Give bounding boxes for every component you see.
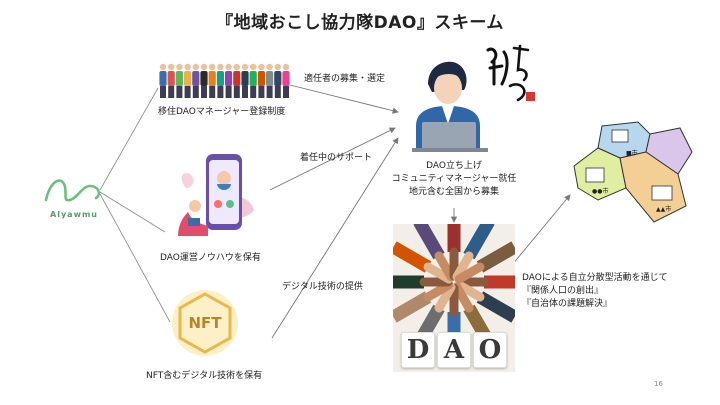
arrow-label-support: 着任中のサポート: [300, 153, 373, 163]
hand-icon: [423, 262, 454, 284]
hand-icon: [454, 280, 485, 302]
crowd-person-icon: [266, 63, 274, 98]
hand-icon: [452, 251, 474, 282]
result-line-2: 『関係人口の創出』: [522, 286, 604, 296]
label-knowhow: DAO運営ノウハウを保有: [160, 253, 261, 263]
dao-tile-a: A: [437, 332, 471, 368]
dao-photo: D A O: [393, 224, 515, 372]
seal-stamp-icon: [526, 92, 535, 101]
arrow-label-recruit: 適任者の募集・選定: [304, 74, 386, 84]
crowd-person-icon: [241, 63, 249, 98]
label-registry: 移住DAOマネージャー登録制度: [158, 107, 286, 117]
arrow-recruit: [289, 84, 399, 114]
arm-sleeve-icon: [463, 224, 495, 260]
result-line-3: 『自治体の課題解決』: [522, 299, 613, 309]
result-description: DAOによる自立分散型活動を通じて 『関係人口の創出』 『自治体の課題解決』: [522, 272, 668, 311]
hand-icon: [434, 282, 456, 313]
alyawmu-logo: Alyawmu: [38, 172, 110, 219]
crowd-person-icon: [200, 63, 208, 98]
crowd-person-icon: [159, 63, 167, 98]
map-tag-2: ●●市: [592, 188, 609, 195]
crowd-person-icon: [208, 63, 216, 98]
arm-sleeve-icon: [416, 304, 445, 334]
center-line-2: コミュニティマネージャー就任: [391, 174, 517, 184]
center-description: DAO立ち上げ コミュニティマネージャー就任 地元含む全国から募集: [378, 160, 530, 199]
arm-sleeve-icon: [393, 291, 432, 323]
hand-icon: [452, 282, 474, 313]
logo-swirl-icon: [44, 179, 101, 202]
arm-sleeve-icon: [476, 241, 515, 273]
arrow-to-map: [511, 194, 571, 266]
dao-tile-d: D: [401, 332, 435, 368]
map-tag-3: ▲▲市: [656, 206, 672, 213]
slide-title: 『地域おこし協力隊DAO』スキーム: [216, 13, 504, 33]
label-nft: NFT含むデジタル技術を保有: [146, 371, 263, 381]
hand-icon: [423, 280, 454, 302]
calligraphy-mark: [480, 40, 540, 110]
laptop-icon: [422, 122, 476, 152]
map-region-purple-icon: [645, 127, 693, 175]
crowd-person-icon: [192, 63, 200, 98]
person-laptop-illustration: [402, 54, 502, 152]
crowd-person-icon: [274, 63, 282, 98]
logo-text: Alyawmu: [50, 210, 98, 219]
region-map-illustration: ■市 ●●市 ▲▲市: [568, 118, 698, 228]
arrow-label-digital: デジタル技術の提供: [282, 282, 363, 292]
hands-together-illustration: [393, 224, 515, 334]
line-logo-to-nft: [99, 193, 171, 323]
center-line-3: 地元含む全国から募集: [408, 187, 499, 197]
hand-icon: [454, 262, 485, 284]
nft-text: NFT: [188, 314, 222, 332]
crowd-person-icon: [257, 63, 265, 98]
crowd-person-icon: [225, 63, 233, 98]
crowd-person-icon: [216, 63, 224, 98]
hand-icon: [434, 251, 456, 282]
house-icon: [611, 129, 629, 143]
phone-illustration: [168, 148, 263, 243]
dao-tiles: D A O: [401, 332, 507, 368]
crowd-person-icon: [175, 63, 183, 98]
arm-sleeve-icon: [476, 291, 515, 323]
arrow-digital: [271, 137, 399, 339]
arm-sleeve-icon: [393, 241, 432, 273]
line-logo-to-registry: [99, 87, 159, 191]
arrow-support: [269, 127, 396, 191]
line-logo-to-knowhow: [99, 191, 166, 233]
leaf-decoration-icon: [181, 172, 194, 188]
dao-tile-o: O: [473, 332, 507, 368]
crowd-person-icon: [184, 63, 192, 98]
nft-badge: NFT: [168, 288, 242, 358]
page-number: 16: [654, 380, 663, 388]
crowd-person-icon: [249, 63, 257, 98]
nft-hexagon-icon: [172, 290, 238, 356]
building-icon: [651, 185, 673, 201]
arm-sleeve-icon: [413, 224, 445, 260]
center-line-1: DAO立ち上げ: [426, 161, 482, 171]
crowd-person-icon: [233, 63, 241, 98]
house-icon: [585, 167, 605, 183]
crowd-illustration: [158, 60, 293, 100]
map-tag-1: ■市: [626, 150, 638, 157]
crowd-person-icon: [167, 63, 175, 98]
sitting-person-icon: [189, 200, 201, 212]
result-line-1: DAOによる自立分散型活動を通じて: [522, 273, 668, 283]
arm-sleeve-icon: [463, 304, 492, 334]
crowd-person-icon: [282, 63, 290, 98]
